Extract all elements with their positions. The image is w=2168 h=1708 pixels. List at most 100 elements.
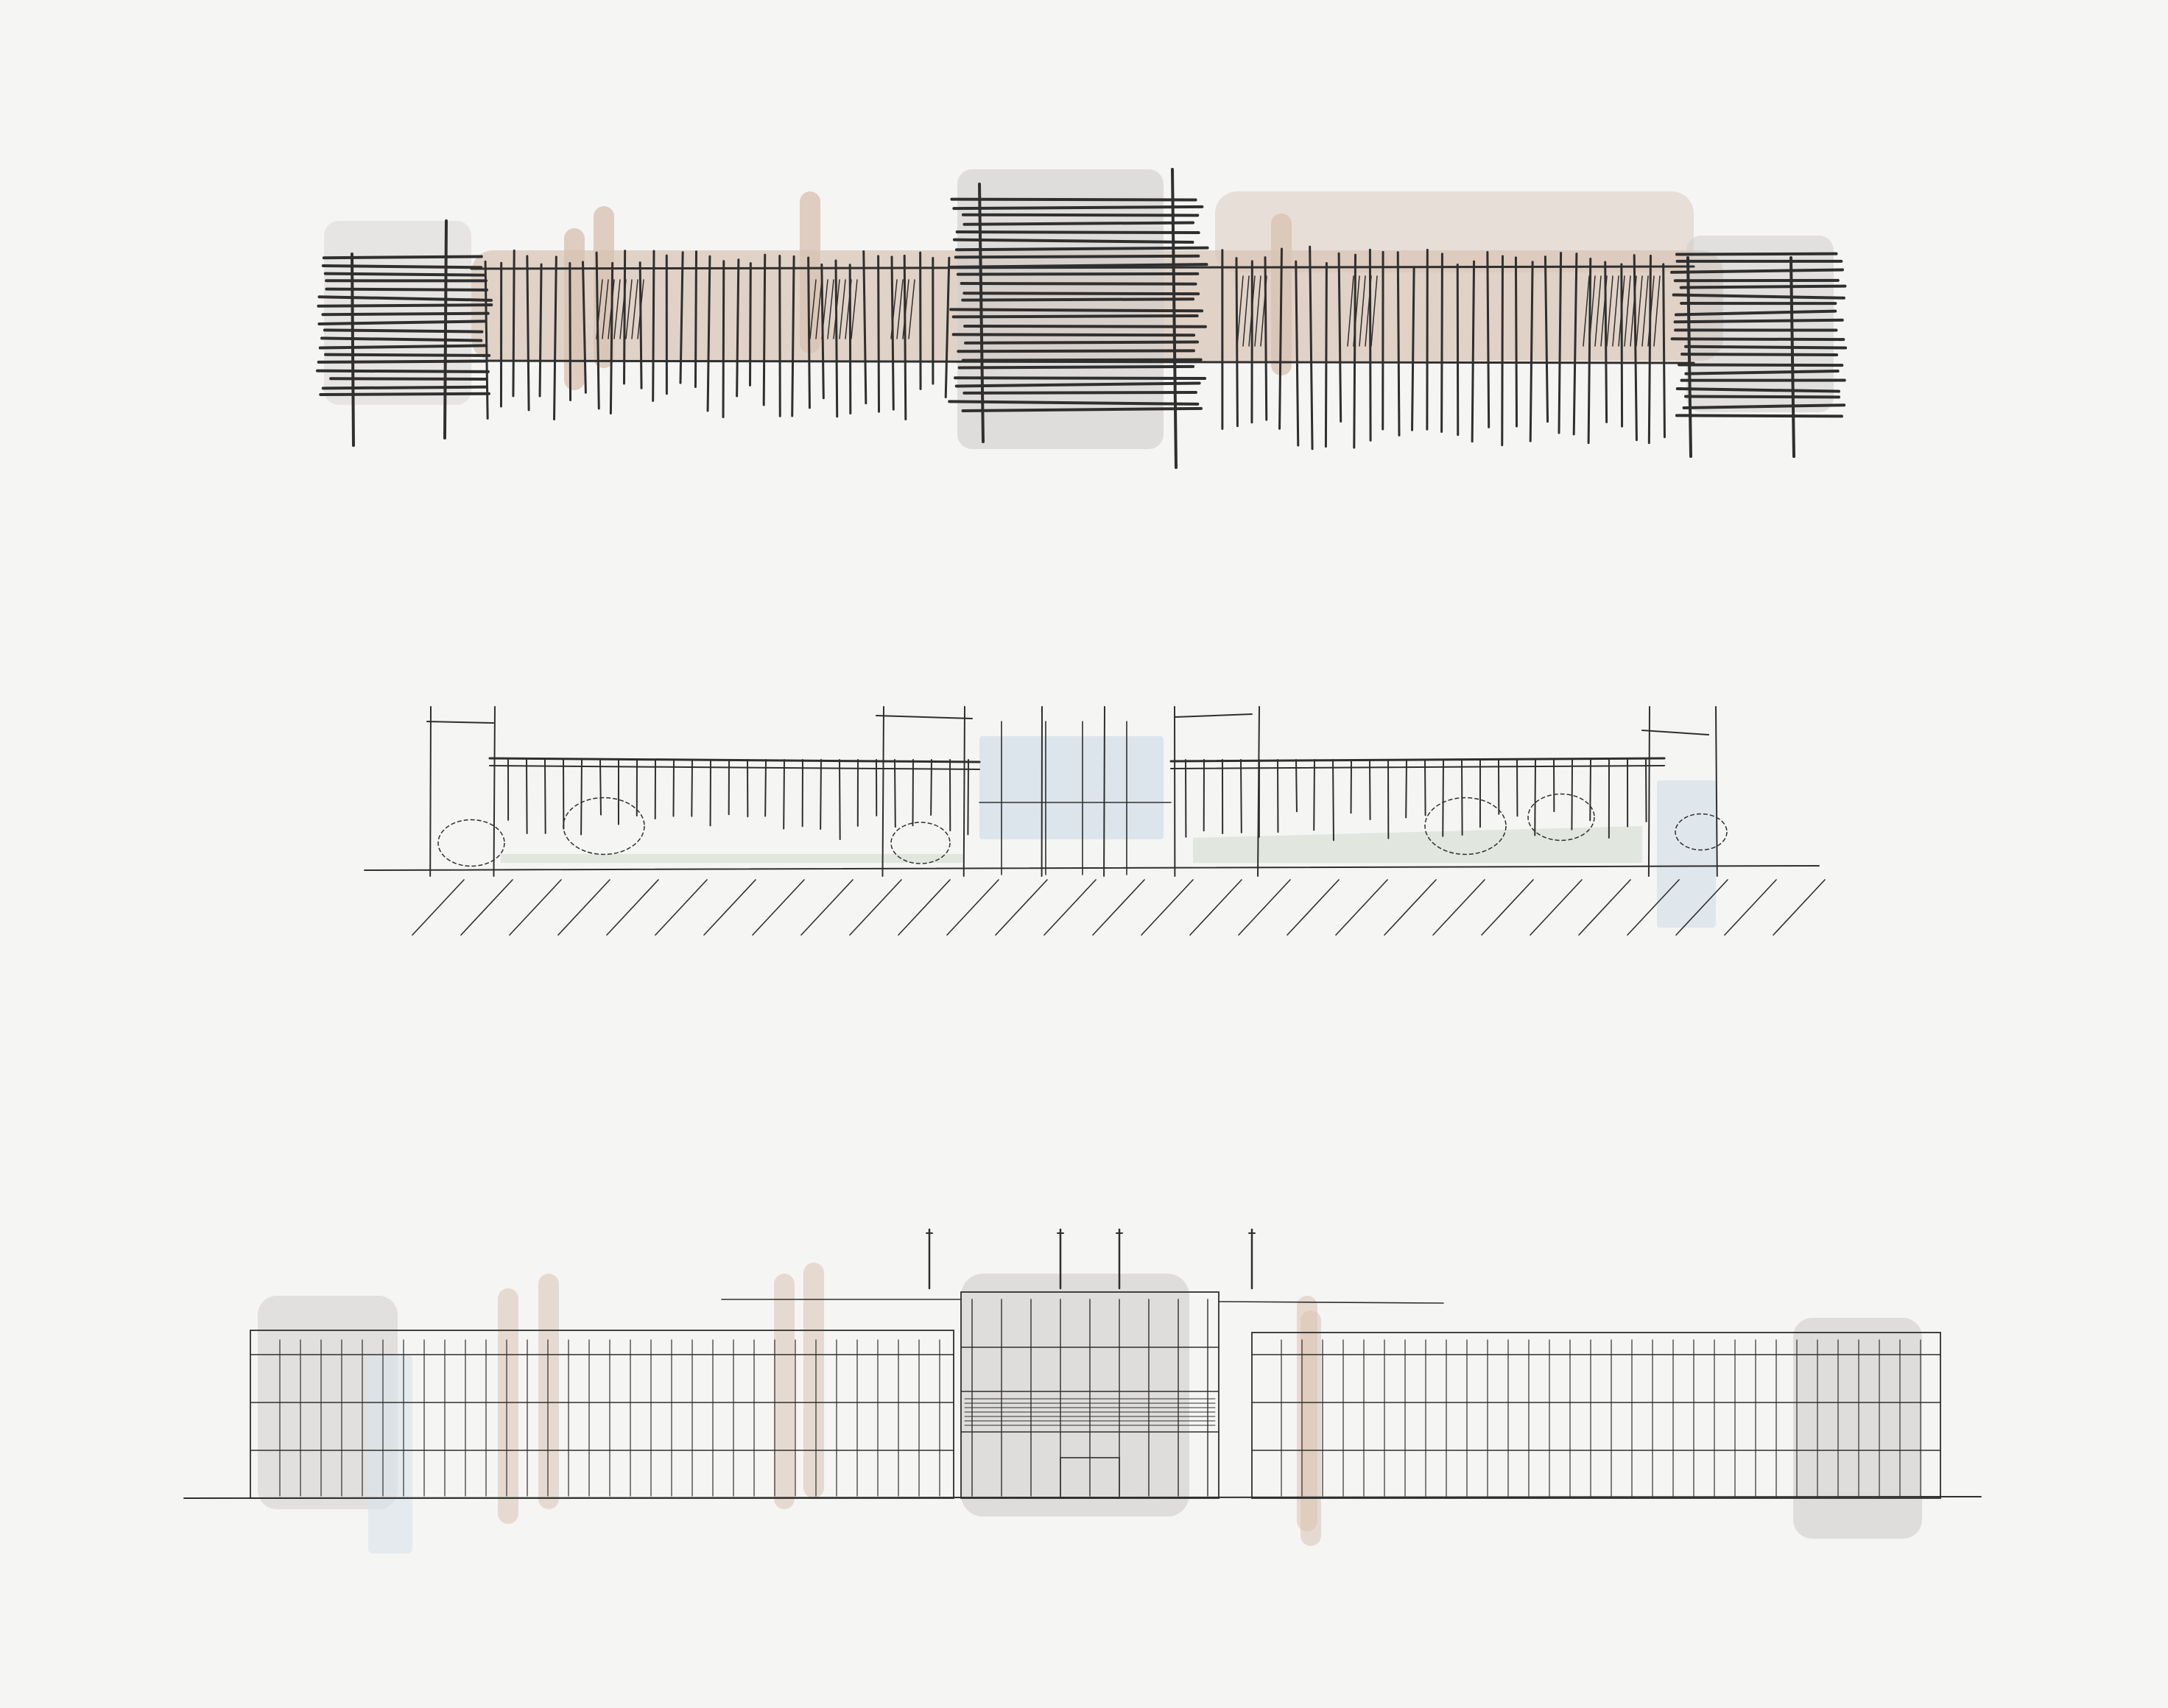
- parking-stall-line: [1141, 879, 1194, 936]
- pergola-post: [1240, 759, 1242, 833]
- hatch-stroke: [1248, 275, 1256, 347]
- center-block-slat: [952, 205, 1204, 211]
- colonnade-post: [553, 255, 557, 421]
- colonnade-post: [890, 255, 895, 411]
- roof-parapet: [1218, 1301, 1444, 1304]
- right-wing-outline: [1251, 1332, 1941, 1499]
- pergola-post: [1589, 759, 1591, 822]
- colonnade-post: [484, 260, 489, 420]
- colonnade-post: [706, 255, 711, 412]
- pergola-post: [1645, 759, 1647, 823]
- hatch-stroke: [1624, 275, 1631, 347]
- parking-stall-line: [1578, 879, 1631, 936]
- colonnade-post: [638, 261, 643, 389]
- center-block-slat: [962, 390, 1197, 395]
- colonnade-post: [1396, 251, 1401, 437]
- center-block-slat: [951, 333, 1196, 337]
- hatch-stroke: [1636, 275, 1643, 347]
- center-block-slat: [954, 381, 1201, 388]
- pergola-post: [930, 759, 932, 816]
- massing-top-chord: [470, 265, 1695, 270]
- hatch-stroke: [625, 279, 633, 339]
- colonnade-post: [679, 251, 684, 384]
- hatch-stroke: [833, 279, 840, 339]
- colonnade-post: [1456, 264, 1460, 437]
- parking-stall-line: [946, 879, 999, 936]
- colonnade-post: [694, 250, 697, 388]
- left-block-slat: [329, 377, 488, 381]
- parking-stall-line: [1189, 879, 1242, 936]
- parking-stall-line: [1384, 879, 1437, 936]
- hatch-stroke: [1370, 275, 1378, 347]
- tan-marker-stroke: [1301, 1310, 1321, 1546]
- colonnade-post: [1411, 266, 1415, 431]
- pergola-post: [820, 759, 822, 830]
- hatch-stroke: [1583, 275, 1590, 347]
- parking-stall-line: [800, 879, 854, 936]
- hatch-stroke: [1353, 275, 1360, 347]
- parking-stall-line: [655, 879, 708, 936]
- tan-marker-stroke: [774, 1274, 795, 1509]
- hatch-stroke: [827, 279, 834, 339]
- hatch-stroke: [1606, 275, 1613, 347]
- center-block-slat: [963, 324, 1207, 328]
- parking-stall-line: [995, 879, 1048, 936]
- hatch-stroke: [845, 279, 852, 339]
- colonnade-post: [1278, 247, 1283, 430]
- hatch-stroke: [1365, 275, 1372, 347]
- shrub-outline: [890, 822, 951, 864]
- hatch-stroke: [1347, 275, 1354, 347]
- left-block-slat: [319, 392, 490, 396]
- upper-beam: [1174, 713, 1253, 718]
- left-block-post: [443, 219, 448, 440]
- hatch-stroke: [908, 279, 915, 339]
- main-post: [1715, 706, 1718, 877]
- colonnade-post: [1647, 254, 1652, 445]
- parking-stall-line: [1335, 879, 1388, 936]
- grey-marker-block-right: [1793, 1318, 1922, 1539]
- right-block-slat: [1672, 293, 1845, 300]
- parking-stall-line: [752, 879, 805, 936]
- parking-stall-line: [606, 879, 659, 936]
- colonnade-post: [1295, 260, 1300, 447]
- right-block-slat: [1670, 268, 1844, 274]
- right-block-slat: [1682, 403, 1846, 409]
- pergola-post: [580, 759, 583, 836]
- pergola-elevation-sketch: [0, 633, 2168, 987]
- center-block-slat: [964, 340, 1200, 345]
- hatch-stroke: [1612, 275, 1619, 347]
- colonnade-post: [1544, 255, 1549, 423]
- center-block-slat: [952, 238, 1194, 244]
- pergola-post: [544, 759, 546, 834]
- tan-marker-stroke: [800, 191, 820, 353]
- shrub-outline: [563, 797, 645, 855]
- parking-stall-line: [1092, 879, 1145, 936]
- tan-marker-band-upper: [1215, 191, 1694, 272]
- parking-stall-line: [412, 879, 465, 936]
- left-block-slat: [317, 295, 493, 302]
- left-block-slat: [321, 311, 490, 317]
- left-block-slat: [325, 287, 488, 292]
- right-block-slat: [1680, 353, 1839, 356]
- colonnade-post: [1486, 251, 1490, 428]
- hatch-stroke: [1588, 275, 1596, 347]
- left-block-slat: [323, 328, 484, 334]
- glass-wash: [979, 736, 1164, 839]
- hatch-stroke: [1641, 275, 1649, 347]
- colonnade-post: [1662, 263, 1666, 439]
- left-block-slat: [317, 303, 493, 308]
- pergola-post: [764, 759, 767, 817]
- left-block-slat: [317, 359, 488, 364]
- shrub-outline: [1527, 793, 1595, 841]
- pergola-beam: [489, 765, 980, 770]
- hatch-stroke: [821, 279, 828, 339]
- pergola-post: [1332, 759, 1334, 841]
- colonnade-post: [1440, 253, 1443, 434]
- colonnade-post: [582, 261, 587, 394]
- pergola-post: [912, 759, 914, 827]
- right-block-post: [1686, 256, 1692, 458]
- hatch-stroke: [890, 279, 898, 339]
- hatch-stroke: [1600, 275, 1608, 347]
- center-block-post: [978, 183, 985, 443]
